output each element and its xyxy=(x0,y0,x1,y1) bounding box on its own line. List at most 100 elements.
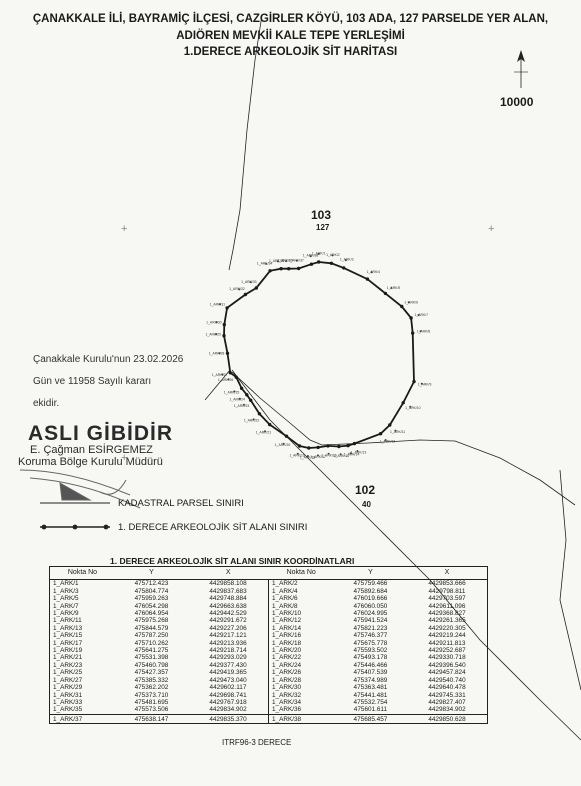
boundary-point xyxy=(317,260,321,264)
boundary-point xyxy=(412,379,416,384)
boundary-point-marker xyxy=(249,281,252,284)
table-cell: 4429850.628 xyxy=(406,713,488,724)
parcel-number: 127 xyxy=(316,223,330,232)
boundary-point xyxy=(409,316,413,320)
table-cell: 475975.268 xyxy=(134,617,169,625)
table-cell: 475385.332 xyxy=(134,676,169,684)
table-header-cell: Y xyxy=(114,566,188,581)
boundary-point-marker xyxy=(409,405,412,408)
table-cell: 1_ARK/24 xyxy=(267,661,334,670)
table-cell: 4429219.244 xyxy=(428,632,466,640)
table-cell: 1_ARK/1 xyxy=(53,580,79,588)
boundary-point xyxy=(225,351,230,355)
table-cell: 1_ARK/31 xyxy=(53,691,83,699)
table-cell: 1_ARK/34 xyxy=(267,698,334,707)
legend-site-label: 1. DERECE ARKEOLOJİK SİT ALANI SINIRI xyxy=(118,522,308,533)
block-number: 102 xyxy=(355,483,376,497)
table-cell: 1_ARK/23 xyxy=(53,661,83,669)
map-title-line2: ADIÖREN MEVKİİ KALE TEPE YERLEŞİMİ xyxy=(176,30,405,42)
stamp-official-name: E. Çağman ESİRGEMEZ xyxy=(30,444,153,456)
table-cell: 4429261.365 xyxy=(428,617,466,625)
table-cell: 4429611.096 xyxy=(428,602,466,610)
boundary-point xyxy=(222,322,226,327)
boundary-point xyxy=(342,266,346,270)
boundary-point-marker xyxy=(233,390,236,393)
stamp-emblem xyxy=(19,469,141,509)
table-cell: 1_ARK/7 xyxy=(53,602,79,610)
boundary-point xyxy=(411,331,415,335)
table-cell: 475407.539 xyxy=(353,669,388,677)
boundary-point-label: 1_ARK/32 xyxy=(229,287,245,291)
table-cell: 475532.754 xyxy=(353,698,388,706)
table-cell: 1_ARK/8 xyxy=(267,602,334,611)
table-cell: 4429227.206 xyxy=(209,624,247,632)
boundary-point xyxy=(249,398,253,402)
boundary-point xyxy=(378,432,383,436)
boundary-point-marker xyxy=(295,259,298,262)
table-cell: 475363.481 xyxy=(353,684,388,692)
north-arrow-icon xyxy=(514,50,528,88)
table-cell: 4429252.687 xyxy=(428,647,466,655)
boundary-point-label: 1_ARK/14 xyxy=(344,453,360,457)
table-cell: 4429853.666 xyxy=(428,580,466,588)
table-cell: 475373.710 xyxy=(134,691,169,699)
boundary-point-marker xyxy=(221,373,224,376)
boundary-point xyxy=(365,277,370,281)
table-header-cell: Nokta No xyxy=(268,566,334,581)
stamp-decision-line: Gün ve 11958 Sayılı kararı xyxy=(33,376,152,387)
boundary-point-label: 1_ARK/23 xyxy=(234,404,250,408)
boundary-point-marker xyxy=(215,321,218,324)
boundary-point-label: 1_ARK/8 xyxy=(417,330,431,334)
table-cell: 4429396.540 xyxy=(428,661,466,669)
boundary-point xyxy=(239,386,244,390)
table-cell: 1_ARK/20 xyxy=(267,647,334,655)
boundary-point-label: 1_ARK/13 xyxy=(351,450,367,454)
boundary-point xyxy=(279,267,283,271)
table-cell: 4429377.430 xyxy=(209,661,247,669)
boundary-point xyxy=(245,393,249,397)
table-cell: 4429211.813 xyxy=(428,639,466,647)
table-cell: 1_ARK/3 xyxy=(53,587,79,595)
table-cell: 1_ARK/19 xyxy=(53,647,83,655)
boundary-point xyxy=(297,444,302,448)
table-cell: 1_ARK/15 xyxy=(53,632,83,640)
boundary-point-marker xyxy=(296,452,299,455)
table-cell: 475892.684 xyxy=(353,587,388,595)
table-cell: 1_ARK/4 xyxy=(267,587,334,596)
boundary-point-label: 1_ARK/31 xyxy=(210,302,226,306)
boundary-point-marker xyxy=(419,330,422,333)
table-cell: 4429748.884 xyxy=(209,595,247,603)
grid-cross-icon: + xyxy=(121,452,128,464)
map-title-line1: ÇANAKKALE İLİ, BAYRAMİÇ İLÇESİ, CAZGİRLE… xyxy=(32,13,549,25)
boundary-point-marker xyxy=(339,453,342,456)
table-header-cell: X xyxy=(187,566,269,581)
boundary-point-marker xyxy=(370,271,373,274)
table-cell: 4429767.918 xyxy=(209,698,247,706)
boundary-point-marker xyxy=(327,452,330,455)
table-cell: 1_ARK/5 xyxy=(53,595,79,603)
boundary-point-marker xyxy=(317,253,320,255)
table-cell: 476024.995 xyxy=(353,610,388,618)
coordinates-table-title: 1. DERECE ARKEOLOJİK SİT ALANI SINIR KOO… xyxy=(110,556,355,566)
boundary-point-label: 1_ARK/17 xyxy=(310,455,326,459)
datum-label: ITRF96-3 DERECE xyxy=(222,738,292,747)
certified-stamp: ASLI GİBİDİR xyxy=(28,422,174,445)
boundary-point xyxy=(268,269,272,273)
map-title-line3: 1.DERECE ARKEOLOJİK SİT HARİTASI xyxy=(183,46,398,58)
table-cell: 4429798.811 xyxy=(428,587,466,595)
boundary-point-marker xyxy=(238,397,241,400)
boundary-point-label: 1_ARK/9 xyxy=(418,383,432,387)
table-cell: 475481.695 xyxy=(134,698,169,706)
boundary-point-label: 1_ARK/20 xyxy=(275,443,291,447)
